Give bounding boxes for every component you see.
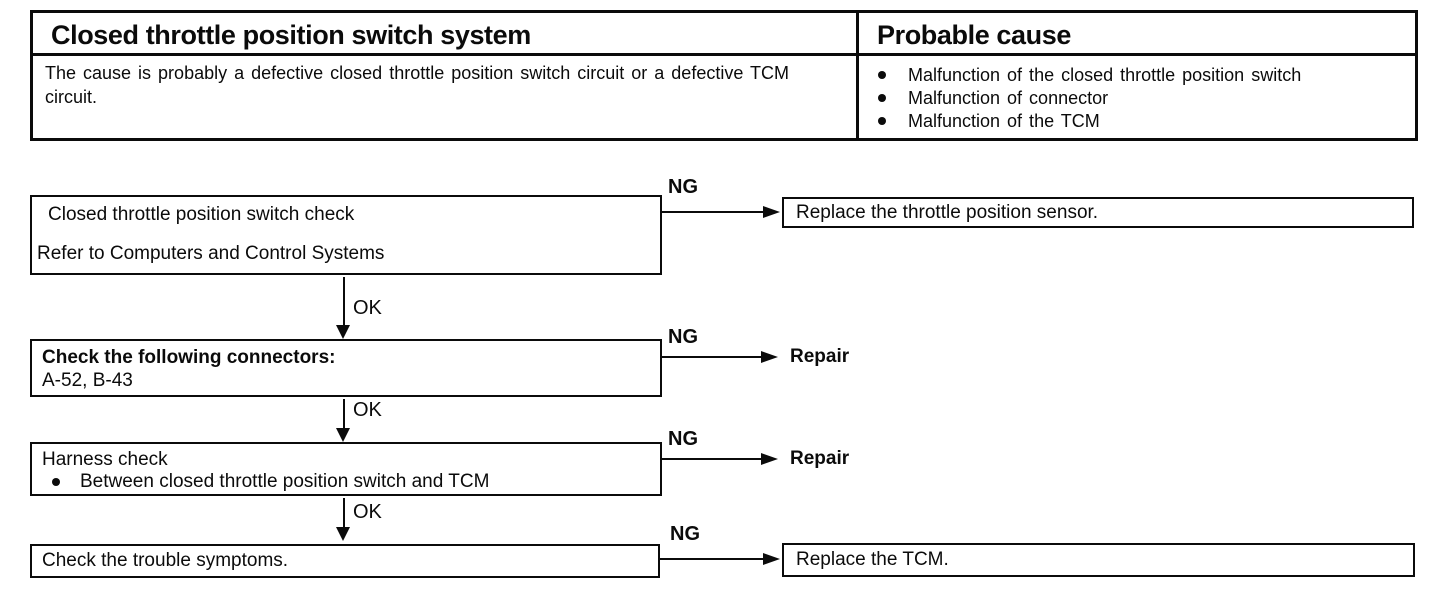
step2-ok-connector-line [343, 399, 345, 430]
cause-list-item: Malfunction of the closed throttle posit… [876, 65, 1301, 88]
diagnosis-header-table: Closed throttle position switch system P… [30, 10, 1418, 141]
probable-cause-list: Malfunction of the closed throttle posit… [876, 65, 1301, 134]
bullet-icon [52, 478, 60, 486]
step3-ng-arrow-icon [761, 453, 778, 465]
step2-ok-label: OK [353, 399, 382, 421]
step2-ng-action: Repair [790, 346, 850, 367]
step1-ok-arrow-icon [336, 325, 350, 339]
bullet-icon [878, 117, 886, 125]
step1-box: Closed throttle position switch check Re… [30, 195, 662, 275]
step3-ng-connector-line [662, 458, 763, 460]
bullet-icon [878, 94, 886, 102]
bullet-icon [878, 71, 886, 79]
step1-ng-action: Replace the throttle position sensor. [796, 201, 1099, 223]
cause-text: Malfunction of connector [908, 88, 1109, 108]
step3-ng-label: NG [668, 428, 698, 450]
step3-ng-action: Repair [790, 448, 850, 469]
table-header-divider [33, 53, 1415, 56]
step2-box: Check the following connectors: A-52, B-… [30, 339, 662, 397]
step4-ng-action: Replace the TCM. [796, 549, 949, 570]
step3-ok-label: OK [353, 501, 382, 523]
step1-ok-connector-line [343, 277, 345, 327]
step2-ok-arrow-icon [336, 428, 350, 442]
step3-ok-arrow-icon [336, 527, 350, 541]
cause-text: Malfunction of the TCM [908, 111, 1100, 131]
step1-ng-result-box: Replace the throttle position sensor. [782, 197, 1414, 228]
table-column-divider [856, 13, 859, 138]
step1-ok-label: OK [353, 297, 382, 319]
step2-title: Check the following connectors: [42, 347, 336, 368]
step4-title: Check the trouble symptoms. [42, 550, 289, 571]
step2-ng-arrow-icon [761, 351, 778, 363]
step4-ng-label: NG [670, 523, 700, 545]
step3-detail: Between closed throttle position switch … [80, 471, 490, 492]
step1-title: Closed throttle position switch check [48, 204, 355, 225]
step2-ng-connector-line [662, 356, 763, 358]
step4-ng-result-box: Replace the TCM. [782, 543, 1415, 577]
step4-box: Check the trouble symptoms. [30, 544, 660, 578]
probable-cause-title: Probable cause [877, 20, 1071, 50]
step4-ng-arrow-icon [763, 553, 780, 565]
cause-list-item: Malfunction of the TCM [876, 111, 1301, 134]
step1-ng-connector-line [662, 211, 765, 213]
step3-title: Harness check [42, 449, 168, 470]
cause-text: Malfunction of the closed throttle posit… [908, 65, 1302, 85]
step1-ng-arrow-icon [763, 206, 780, 218]
system-description: The cause is probably a defective closed… [45, 63, 790, 107]
step1-note: Refer to Computers and Control Systems [37, 243, 385, 264]
cause-list-item: Malfunction of connector [876, 88, 1301, 111]
system-title: Closed throttle position switch system [51, 20, 531, 50]
step2-detail: A-52, B-43 [42, 370, 133, 391]
step3-ok-connector-line [343, 498, 345, 528]
step2-ng-label: NG [668, 326, 698, 348]
step1-ng-label: NG [668, 176, 698, 198]
step3-box: Harness check Between closed throttle po… [30, 442, 662, 496]
step4-ng-connector-line [660, 558, 765, 560]
